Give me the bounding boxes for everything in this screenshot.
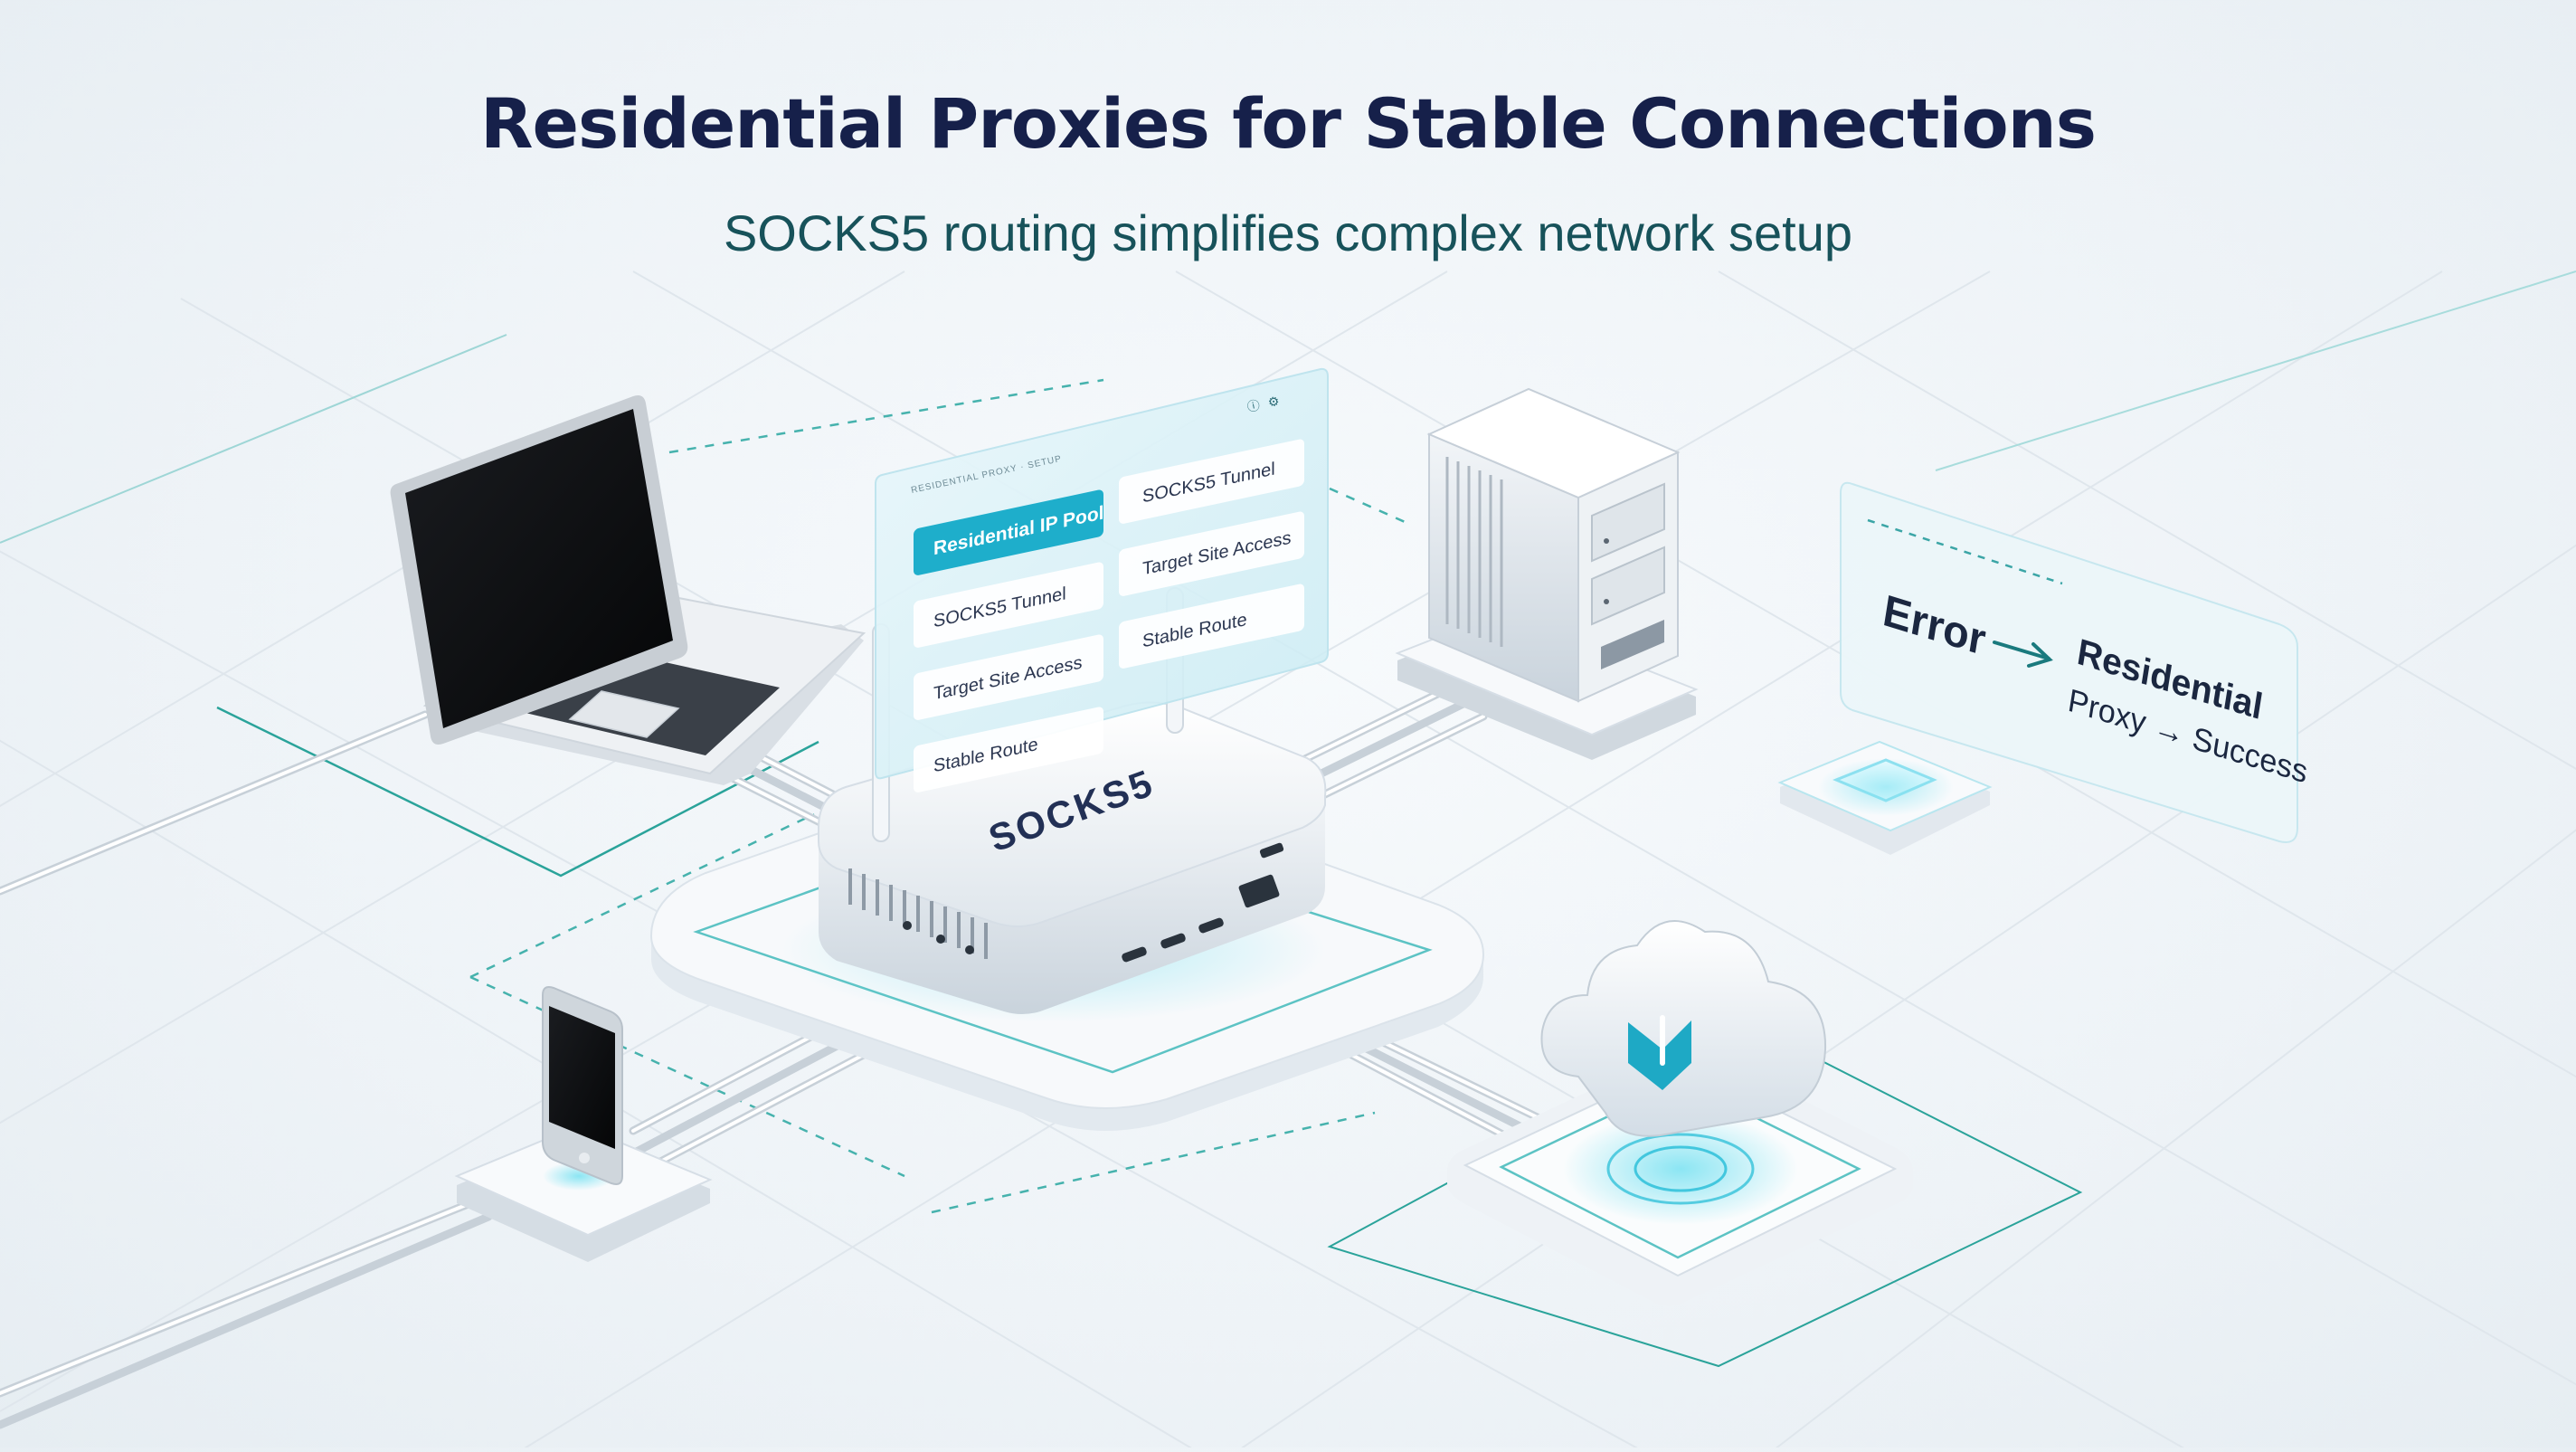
status-card: Error Residential Proxy → Success — [1840, 481, 2310, 843]
panel-item-stable-route[interactable]: Stable Route — [914, 706, 1103, 793]
phone-dock — [454, 1124, 713, 1262]
status-card-divider — [1867, 518, 2063, 585]
laptop-icon — [390, 395, 867, 785]
page-subtitle: SOCKS5 routing simplifies complex networ… — [723, 204, 1853, 261]
router-ports — [903, 842, 1284, 963]
server-tower-icon — [1426, 387, 1681, 703]
settings-icon[interactable]: ⚙ — [1266, 394, 1281, 410]
arrow-right-icon — [1993, 641, 2053, 668]
cloud-download-icon — [1540, 920, 1827, 1137]
cloud-dock — [1447, 1046, 1913, 1306]
panel-item-stable-route-right[interactable]: Stable Route — [1119, 583, 1304, 669]
page-title: Residential Proxies for Stable Connectio… — [479, 83, 2097, 164]
smartphone-icon — [542, 986, 623, 1185]
info-icon[interactable]: ⓘ — [1245, 397, 1261, 414]
floating-setup-panel: RESIDENTIAL PROXY · SETUP ⓘ ⚙ Residentia… — [875, 367, 1329, 793]
status-pad — [1777, 740, 1993, 855]
